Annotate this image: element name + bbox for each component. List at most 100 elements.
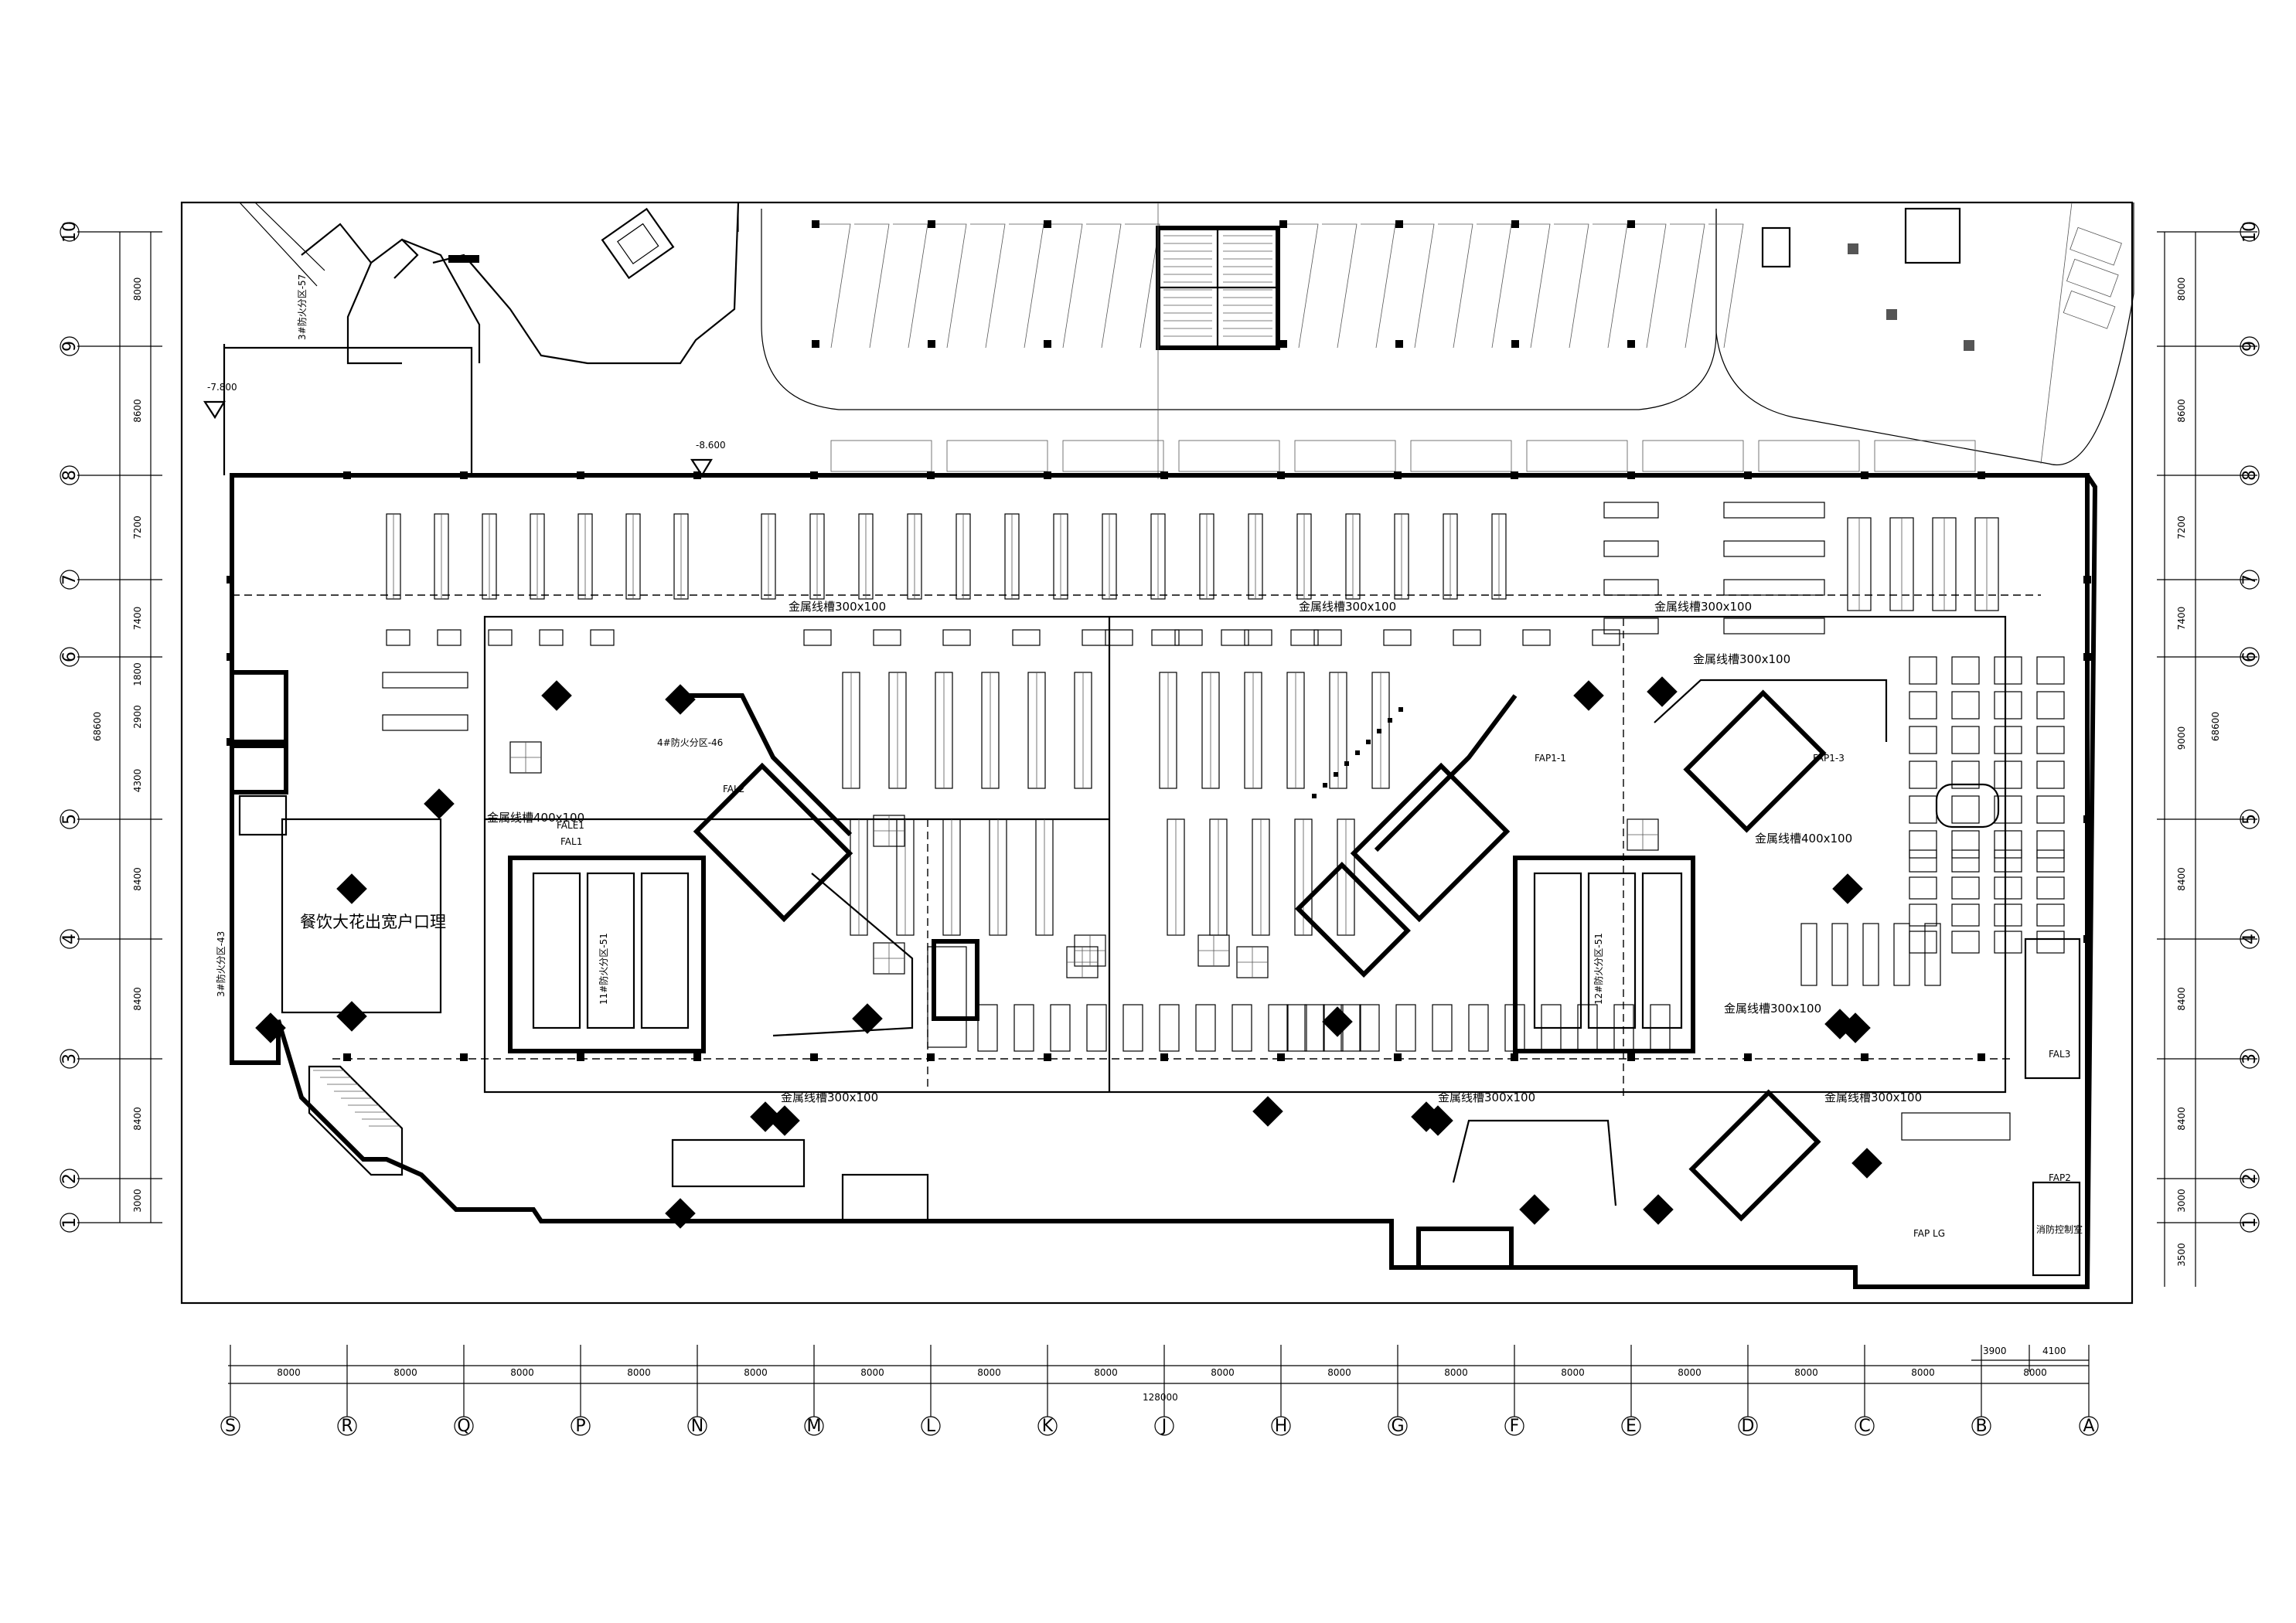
bottom-total: 128000	[1143, 1392, 1178, 1403]
display-grid-cell	[1909, 795, 1937, 824]
shelf-rack-small	[488, 629, 513, 646]
left-axis-label: 7	[60, 574, 80, 585]
display-grid-cell	[2036, 931, 2065, 954]
parking-stall	[1283, 223, 1319, 349]
parking-stall	[1477, 223, 1512, 349]
escalator	[927, 946, 967, 1048]
parking-bay	[830, 440, 932, 472]
bottom-axis-label: R	[341, 1417, 353, 1436]
diagonal-cores	[693, 689, 1827, 1222]
column	[1977, 1053, 1985, 1061]
display-grid-cell	[2036, 656, 2065, 685]
shelf-rack-small	[1174, 629, 1203, 646]
drawing-frame	[180, 201, 2134, 1305]
display-grid-cell	[1951, 903, 1980, 927]
column	[1744, 471, 1752, 479]
parking-stall	[1515, 223, 1551, 349]
shelf-rack-small	[590, 629, 615, 646]
fire-device-icon	[665, 1198, 696, 1229]
parking-stall	[1631, 223, 1667, 349]
parking-stall	[932, 223, 967, 349]
display-grid-cell	[2036, 903, 2065, 927]
service-counter	[2024, 937, 2081, 1080]
parking-bay	[1758, 440, 1860, 472]
panel-fap2: FAP2	[2049, 1172, 2071, 1183]
display-grid-cell	[1909, 760, 1937, 789]
column	[1044, 471, 1051, 479]
parking-bay	[946, 440, 1048, 472]
parking-stall	[1554, 223, 1589, 349]
column	[810, 471, 818, 479]
left-axis-span: 8400	[132, 987, 143, 1011]
column	[927, 471, 935, 479]
left-axis-bubble	[60, 570, 80, 590]
zone-label-46: 4#防火分区-46	[657, 737, 723, 748]
column	[1160, 1053, 1168, 1061]
left-axis-bubble	[60, 336, 80, 356]
parking-column	[1044, 340, 1051, 348]
display-grid-cell	[1951, 876, 1980, 900]
shelf-rack-small	[1012, 629, 1041, 646]
fire-control-room	[2032, 1181, 2081, 1277]
tray-label-3: 金属线槽300x100	[1654, 600, 1752, 614]
shelf-rack-wide	[382, 714, 468, 731]
bottom-axis-span: 8000	[1678, 1367, 1702, 1378]
parking-bay	[1294, 440, 1396, 472]
parking-marker	[1848, 243, 1858, 254]
column	[227, 576, 234, 584]
fire-device-icon	[1411, 1101, 1442, 1132]
device-dot	[1312, 794, 1317, 798]
parking-bay	[1642, 440, 1744, 472]
checkout-counter	[1231, 1004, 1252, 1052]
left-axis-span: 8600	[132, 399, 143, 423]
bottom-axis-label: P	[575, 1417, 585, 1436]
fire-device-icon	[1851, 1148, 1882, 1179]
device-dot	[1398, 707, 1403, 712]
tray-label-9: 金属线槽300x100	[1438, 1091, 1535, 1104]
parking-column	[1511, 340, 1519, 348]
shelf-rack-small	[1105, 629, 1133, 646]
fire-device-icon	[255, 1012, 286, 1043]
bottom-axis-label: A	[2083, 1417, 2094, 1436]
display-grid-cell	[1951, 931, 1980, 954]
shelf-rack-wide	[1603, 502, 1659, 519]
device-dot	[1355, 750, 1360, 755]
bottom-sub-2: 4100	[2042, 1346, 2066, 1356]
fire-control-label: 消防控制室	[2036, 1223, 2083, 1235]
right-axis-label: 3	[2240, 1053, 2260, 1064]
parking-stall	[1399, 223, 1435, 349]
left-axis-bubble	[60, 222, 80, 242]
display-grid-cell	[1909, 931, 1937, 954]
inner-zone-boundary	[483, 615, 2007, 1094]
display-grid-cell	[1951, 795, 1980, 824]
bottom-axis-label: G	[1391, 1417, 1404, 1436]
bottom-axis-span: 8000	[977, 1367, 1001, 1378]
left-axis-bubble	[60, 1213, 80, 1233]
column	[577, 1053, 584, 1061]
right-axis-bubble	[2240, 647, 2260, 667]
left-axis-label: 4	[60, 934, 80, 944]
parking-column	[1511, 220, 1519, 228]
shelf-rack-small	[437, 629, 462, 646]
display-grid-cell	[1994, 830, 2022, 859]
display-grid-cell	[1994, 760, 2022, 789]
left-axis-span: 8400	[132, 867, 143, 891]
fire-device-icon	[750, 1101, 781, 1132]
parking-stall	[1125, 223, 1160, 349]
left-axis-bubble	[60, 1049, 80, 1069]
bottom-axis-span: 8000	[1211, 1367, 1235, 1378]
right-axis-label: 8	[2240, 470, 2260, 481]
zone-label-51b: 12#防火分区-51	[1593, 933, 1604, 1005]
parking-column	[1627, 220, 1635, 228]
parking-stall	[1438, 223, 1473, 349]
right-axis-label: 1	[2240, 1217, 2260, 1228]
shelf-rack-small	[1313, 629, 1342, 646]
column	[927, 1053, 935, 1061]
display-grid-cell	[1909, 656, 1937, 685]
bottom-axis-label: C	[1858, 1417, 1870, 1436]
right-dimension-axis: 1098765432180008600720074009000840084008…	[2157, 221, 2260, 1287]
right-axis-span: 9000	[2176, 726, 2187, 750]
column	[1627, 1053, 1635, 1061]
left-axis-span: 1800	[132, 662, 143, 686]
bottom-axis-label: F	[1510, 1417, 1520, 1436]
